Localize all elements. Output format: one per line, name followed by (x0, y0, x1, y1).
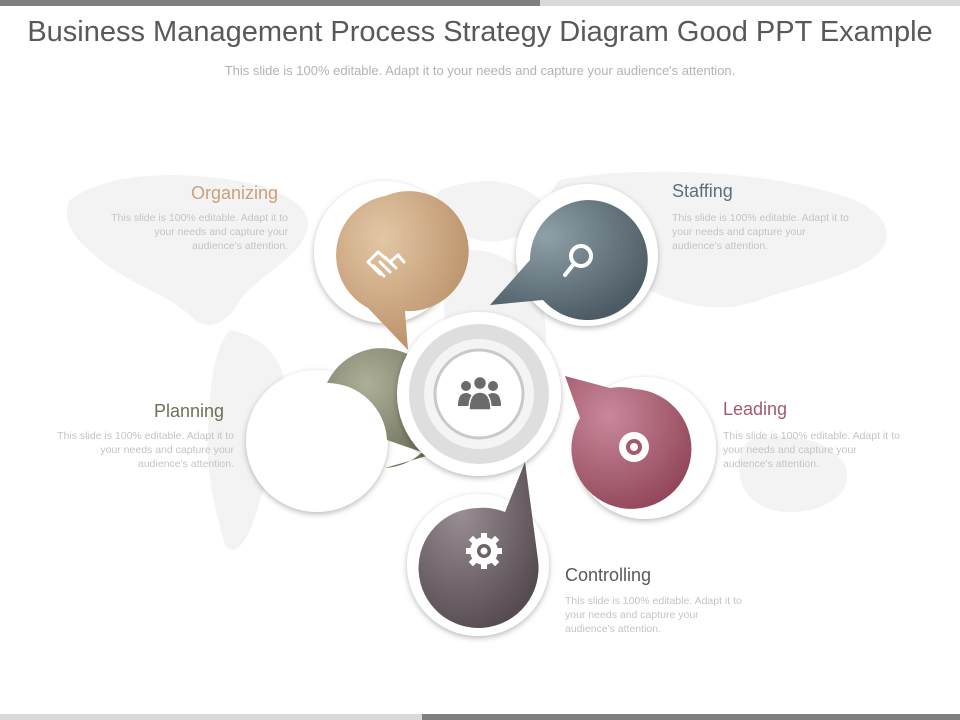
description-leading: This slide is 100% editable. Adapt it to… (723, 429, 938, 471)
desc-line: This slide is 100% editable. Adapt it to (111, 212, 288, 224)
description-planning: This slide is 100% editable. Adapt it to… (19, 429, 234, 471)
slide-subtitle: This slide is 100% editable. Adapt it to… (224, 63, 736, 78)
desc-line: audience's attention. (138, 458, 234, 470)
bottom-bar-light (0, 714, 422, 720)
desc-line: This slide is 100% editable. Adapt it to (565, 595, 742, 607)
slide-title: Business Management Process Strategy Dia… (27, 16, 933, 48)
organizing-petal (336, 191, 469, 350)
desc-line: your needs and capture your (565, 609, 699, 621)
desc-line: audience's attention. (565, 623, 661, 635)
label-leading: Leading (723, 399, 788, 419)
desc-line: your needs and capture your (672, 226, 806, 238)
magnifier-icon (563, 244, 593, 277)
central-hub (397, 312, 561, 476)
desc-line: This slide is 100% editable. Adapt it to (57, 430, 234, 442)
top-bar-light (540, 0, 960, 6)
label-organizing: Organizing (191, 183, 279, 203)
top-bar-dark (0, 0, 540, 6)
desc-line: audience's attention. (723, 458, 819, 470)
desc-line: your needs and capture your (154, 226, 288, 238)
desc-line: audience's attention. (672, 240, 768, 252)
handshake-icon (366, 250, 406, 278)
people-group-icon (458, 375, 501, 411)
desc-line: This slide is 100% editable. Adapt it to (723, 430, 900, 442)
desc-line: your needs and capture your (723, 444, 857, 456)
desc-line: This slide is 100% editable. Adapt it to (672, 212, 849, 224)
label-staffing: Staffing (672, 181, 733, 201)
desc-line: your needs and capture your (100, 444, 234, 456)
step-controlling (407, 462, 549, 636)
description-organizing: This slide is 100% editable. Adapt it to… (73, 211, 288, 253)
growth-chart-icon (313, 423, 343, 454)
step-leading (565, 376, 716, 519)
target-icon (619, 432, 649, 462)
desc-line: audience's attention. (192, 240, 288, 252)
step-organizing (314, 181, 469, 350)
gear-icon (466, 533, 502, 569)
label-controlling: Controlling (565, 565, 652, 585)
description-controlling: This slide is 100% editable. Adapt it to… (565, 594, 780, 636)
step-staffing (490, 184, 658, 326)
bottom-bar-dark (422, 714, 960, 720)
description-staffing: This slide is 100% editable. Adapt it to… (672, 211, 887, 253)
staffing-petal (490, 199, 648, 320)
label-planning: Planning (154, 401, 225, 421)
